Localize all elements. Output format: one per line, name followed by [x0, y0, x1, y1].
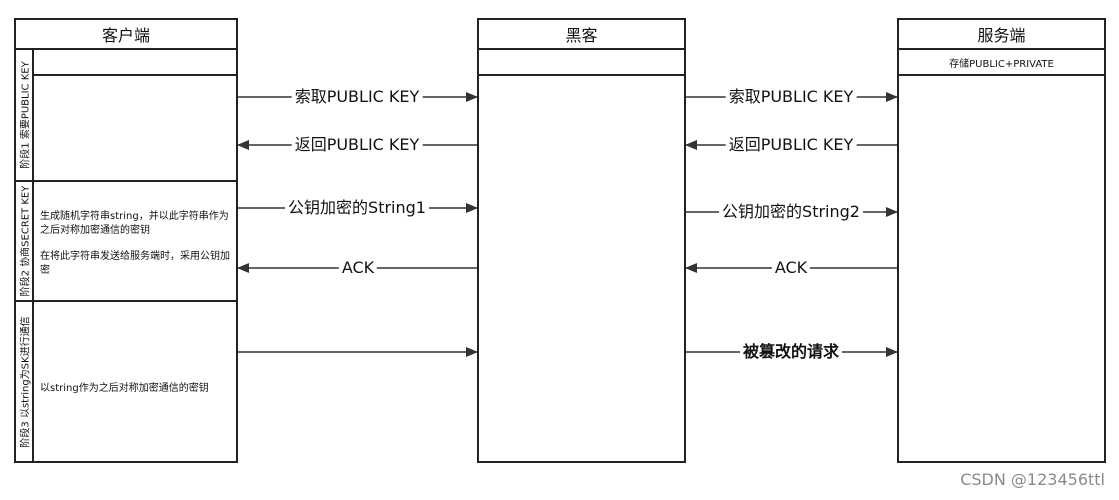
label-return-pk-left: 返回PUBLIC KEY [291, 136, 423, 154]
phase2-text-2: 在将此字符串发送给服务端时，采用公钥加密 [40, 251, 230, 276]
label-tampered-request: 被篡改的请求 [739, 343, 843, 361]
server-box: 服务端 存储PUBLIC+PRIVATE [897, 18, 1106, 463]
label-return-pk-right: 返回PUBLIC KEY [725, 136, 857, 154]
watermark: CSDN @123456ttl [960, 470, 1105, 489]
hacker-box: 黑客 [477, 18, 686, 463]
server-note: 存储PUBLIC+PRIVATE [899, 50, 1104, 76]
label-ack-left: ACK [338, 259, 378, 277]
client-phase-divider-2 [16, 300, 236, 302]
client-lane-column [32, 50, 34, 461]
hacker-title: 黑客 [479, 20, 684, 50]
client-subheader-divider [32, 74, 236, 76]
hacker-subheader [479, 50, 684, 76]
client-phase-divider-1 [16, 180, 236, 182]
phase3-text-1: 以string作为之后对称加密通信的密钥 [40, 383, 209, 394]
client-box: 客户端 阶段1 索要PUBLIC KEY 阶段2 协商SECRET KEY 阶段… [14, 18, 238, 463]
client-title: 客户端 [16, 20, 236, 50]
server-title: 服务端 [899, 20, 1104, 50]
phase2-text-1: 生成随机字符串string，并以此字符串作为之后对称加密通信的密钥 [40, 211, 229, 236]
label-string1: 公钥加密的String1 [285, 199, 429, 217]
label-ack-right: ACK [771, 259, 811, 277]
label-request-pk-left: 索取PUBLIC KEY [291, 88, 423, 106]
label-string2: 公钥加密的String2 [719, 203, 863, 221]
label-request-pk-right: 索取PUBLIC KEY [725, 88, 857, 106]
